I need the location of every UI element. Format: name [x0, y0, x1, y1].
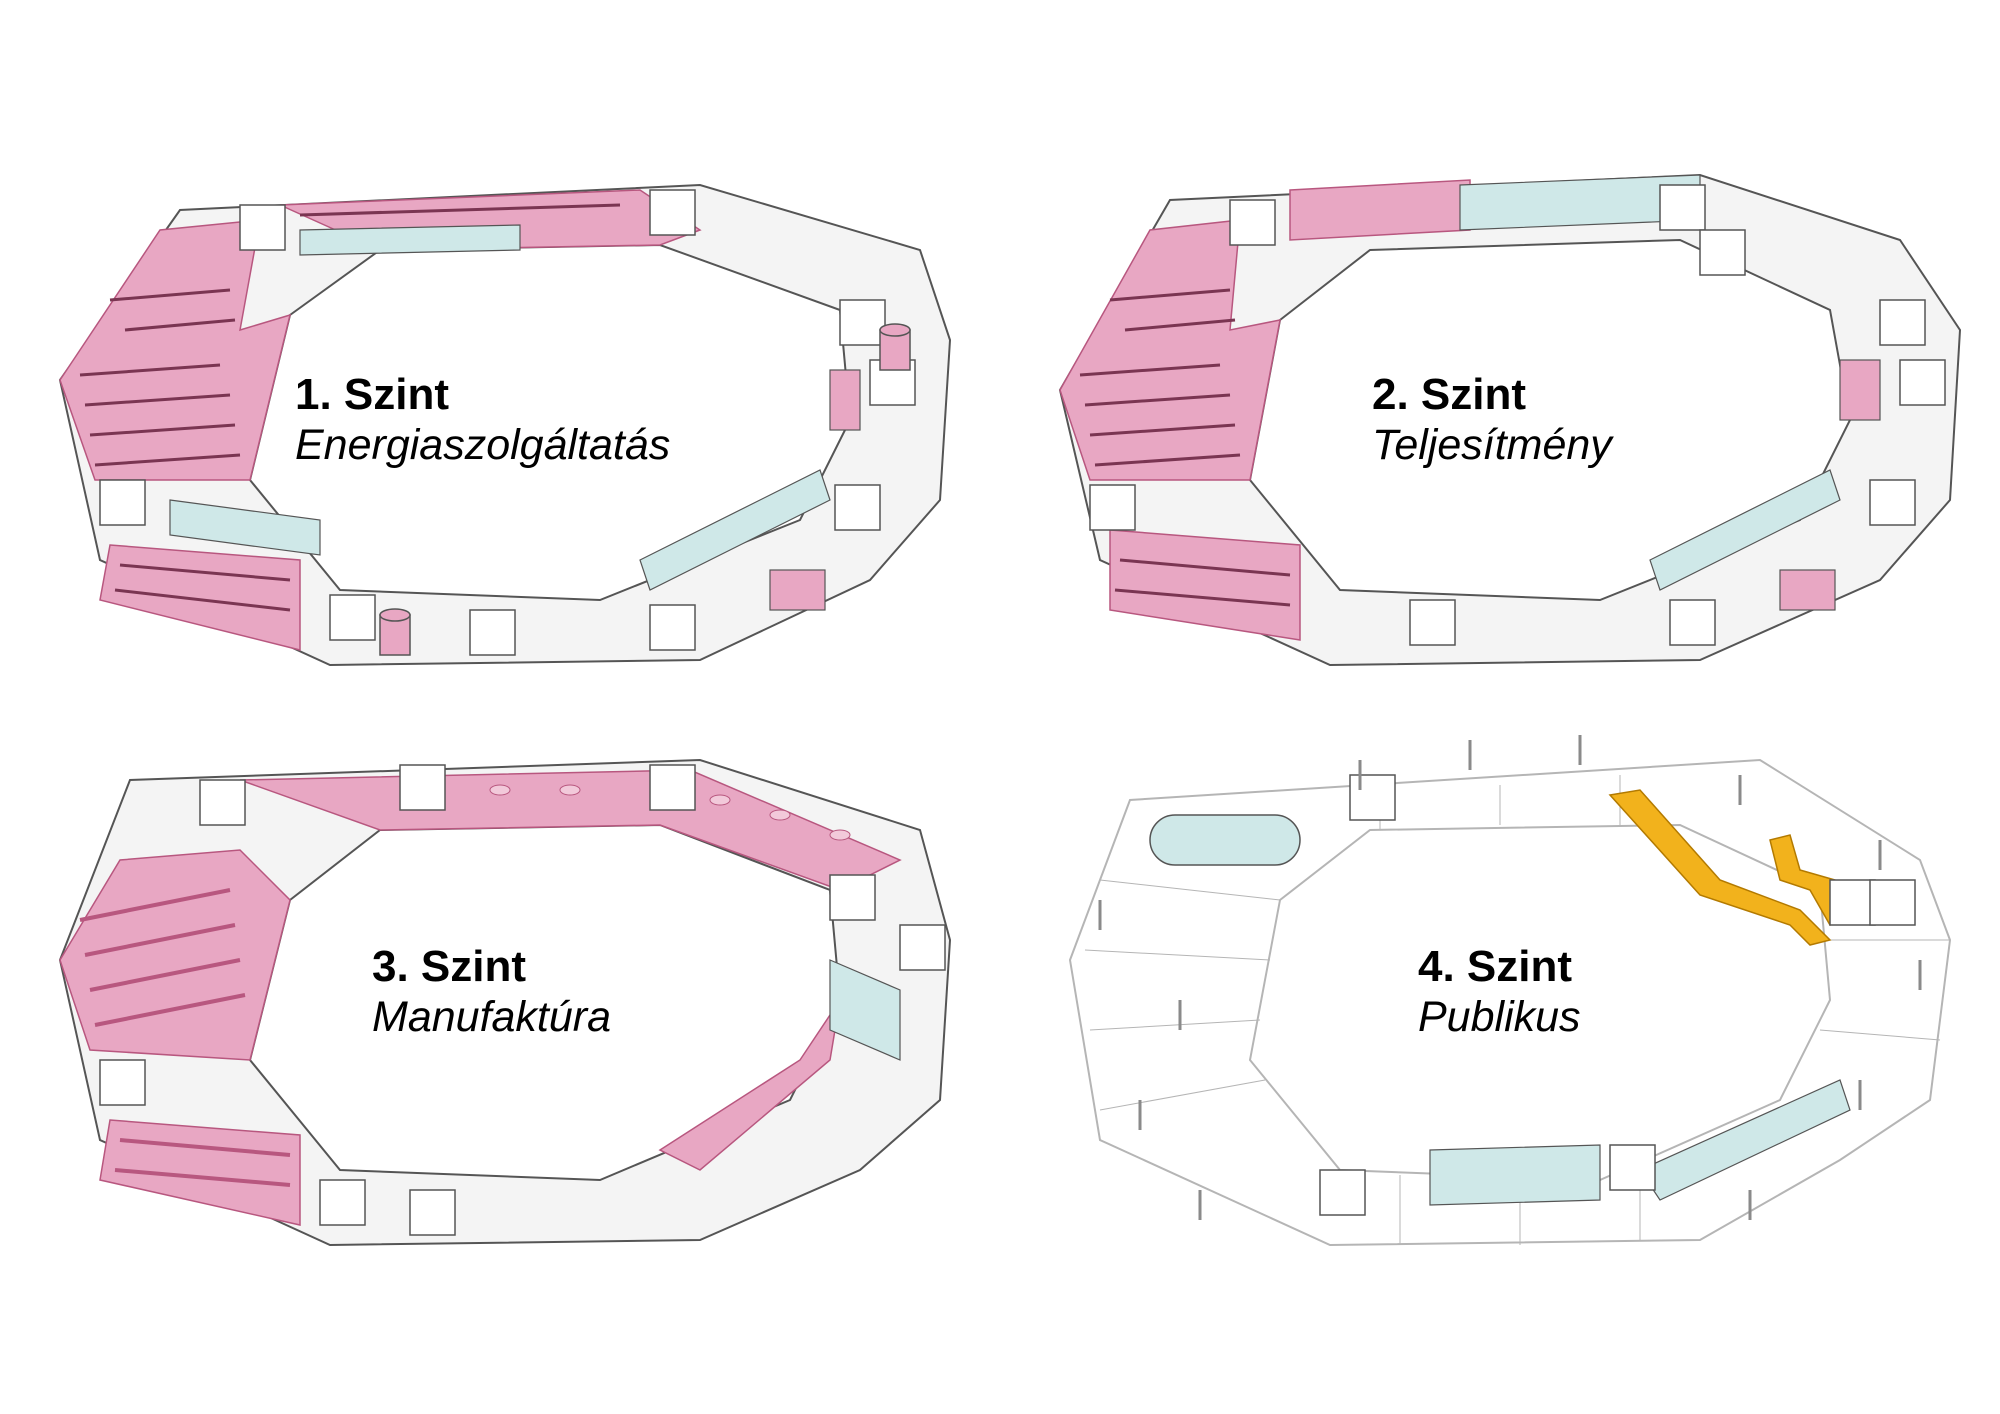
level-3-core-blocks	[99, 764, 946, 1236]
level-3-label: 3. Szint Manufaktúra	[372, 942, 611, 1042]
level-2-title: 2. Szint	[1372, 370, 1527, 419]
level-2-pink-block-se	[1779, 569, 1836, 611]
level-1-pink-block-se	[769, 569, 826, 611]
level-1-tank-icon	[379, 323, 911, 656]
level-2-pink-zone-southwest	[1109, 529, 1301, 641]
level-4-drawing	[1068, 735, 1952, 1247]
level-4-glass-rooms-south	[1429, 1144, 1601, 1206]
level-1-glass-southwest	[169, 499, 321, 556]
level-1-subtitle: Energiaszolgáltatás	[295, 420, 671, 469]
level-4-subtitle: Publikus	[1418, 992, 1581, 1041]
level-4-core-blocks	[1319, 774, 1916, 1216]
level-4-title: 4. Szint	[1418, 942, 1573, 991]
level-4-ring-grid	[1068, 758, 1952, 1247]
level-3-subtitle: Manufaktúra	[372, 992, 612, 1041]
level-1-label: 1. Szint Energiaszolgáltatás	[295, 370, 670, 470]
level-4-column-icon	[1098, 735, 1922, 1220]
level-3-title: 3. Szint	[372, 942, 527, 991]
level-1-glass-north	[299, 224, 521, 256]
level-2-core-blocks	[1089, 184, 1946, 646]
level-2-pink-block-e	[1839, 359, 1881, 421]
level-3-pink-zone-southwest	[99, 1119, 301, 1226]
level-4-glass-track	[1149, 814, 1301, 866]
level-2-glass-southeast	[1649, 469, 1841, 591]
level-1-drawing	[58, 183, 952, 667]
level-1-pink-block-e	[829, 369, 861, 431]
level-2-label: 2. Szint Teljesítmény	[1372, 370, 1612, 470]
level-3-drawing	[58, 758, 952, 1247]
level-2-module-blocks	[1079, 288, 1291, 607]
level-4-grid-lines	[1084, 775, 1950, 1245]
level-2-pink-zone-west	[1059, 219, 1281, 481]
level-3-pink-zone-west	[59, 849, 291, 1061]
level-2-subtitle: Teljesítmény	[1372, 420, 1612, 469]
level-3-glass-east	[829, 959, 901, 1061]
level-1-desk-rows	[79, 203, 621, 612]
level-4-stair-icon	[1608, 789, 1832, 946]
level-1-title: 1. Szint	[295, 370, 450, 419]
level-2-drawing	[1058, 173, 1962, 667]
level-1-glass-southeast	[639, 469, 831, 591]
level-2-pink-zone-north	[1289, 179, 1471, 241]
level-4-label: 4. Szint Publikus	[1418, 942, 1581, 1042]
level-1-pink-zone-southwest	[99, 544, 301, 651]
level-3-workbench-rows	[79, 888, 291, 1187]
